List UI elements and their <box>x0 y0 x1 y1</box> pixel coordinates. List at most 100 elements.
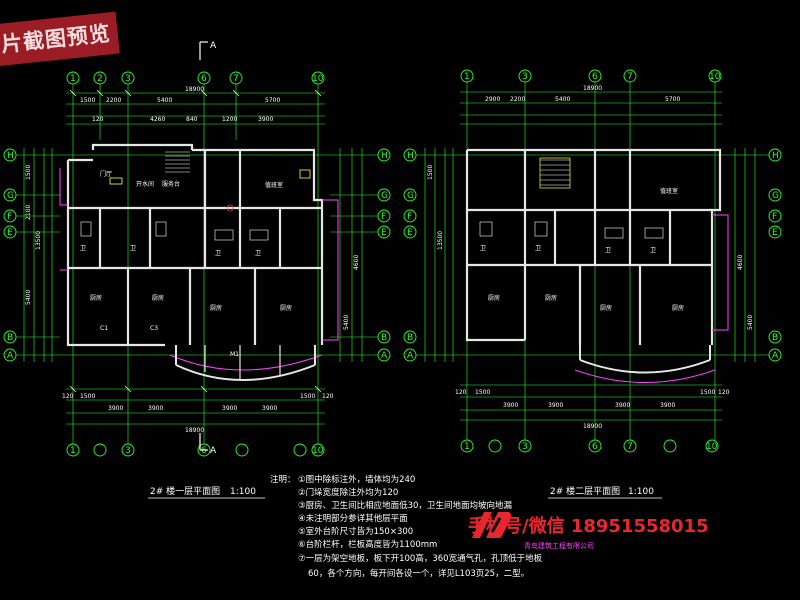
p1-axis-side-F: F <box>7 212 12 222</box>
p1-dim-top-2: 5400 <box>157 97 172 104</box>
p1-room-kitchen-3: 厨房 <box>210 304 222 312</box>
plan-2: 1 3 6 7 10 1 3 6 7 10 H G F E B A H G F … <box>403 69 782 499</box>
p1-axis-side-B-r: B <box>381 333 387 343</box>
p1-dim-bot-4: 3900 <box>222 405 237 412</box>
contact-banner: 手机号/微信 18951558015 <box>468 508 709 542</box>
p1-axis-side-H: H <box>7 151 14 161</box>
p1-room-bath-3: 卫 <box>215 250 221 257</box>
p1-room-bath-4: 卫 <box>255 250 261 257</box>
p2-axis-H: H <box>407 151 414 161</box>
p2-side-0: 1500 <box>427 165 434 180</box>
p2-room-kitchen-2: 厨房 <box>545 294 557 302</box>
p2-dim-bot-6: 1500 <box>700 389 715 396</box>
p1-axis-side-G: G <box>7 191 14 201</box>
p1-axis-top-3: 3 <box>125 74 131 84</box>
p2-room-bath-2: 卫 <box>535 245 541 252</box>
p2-curve-rail <box>574 369 716 383</box>
p2-dim-bot-0: 120 <box>455 389 467 396</box>
p1-curve-rail <box>169 354 323 371</box>
p2-axis-B-r: B <box>772 333 778 343</box>
p1-room-kitchen-4: 厨房 <box>280 304 292 312</box>
p1-side-6: 5400 <box>343 315 350 330</box>
p2-side-4: 13500 <box>437 231 444 250</box>
p2-axis-bot-10: 10 <box>706 442 718 452</box>
section-mark-bottom: A <box>210 446 217 456</box>
p1-dim-bot-2: 3900 <box>108 405 123 412</box>
note-1: ①图中除标注外，墙体均为240 <box>298 474 415 485</box>
note-2: ②门垛宽度除注外均为120 <box>298 487 398 498</box>
brand-logo-icon <box>472 512 512 538</box>
p2-axis-top-7: 7 <box>627 72 633 82</box>
p1-axis-bottom-3: 3 <box>125 446 131 456</box>
p2-room-kitchen-1: 厨房 <box>488 294 500 302</box>
p2-axis-G-r: G <box>772 191 779 201</box>
p2-curve-wall <box>579 359 711 374</box>
p2-axis-A-r: A <box>772 351 779 361</box>
p2-walls <box>465 148 722 345</box>
p2-axis-E-r: E <box>772 228 778 238</box>
p2-dim-bot-3: 3900 <box>548 402 563 409</box>
p1-scale: 1:100 <box>230 487 256 497</box>
p1-dim-top-7: 1200 <box>222 116 237 123</box>
p1-dim-top-0: 1500 <box>80 97 95 104</box>
p2-room-kitchen-3: 厨房 <box>600 304 612 312</box>
p1-room-bath-2: 卫 <box>130 245 136 252</box>
note-4: ④未注明部分参详其他层平面 <box>298 513 408 524</box>
p2-axis-A: A <box>407 351 414 361</box>
p1-title: 2# 楼一层平面图 <box>150 485 220 497</box>
p2-total-top: 18900 <box>583 85 602 92</box>
p1-axis-side-G-r: G <box>381 191 388 201</box>
p2-dim-top-2: 5400 <box>555 96 570 103</box>
p1-dim-top-3: 5700 <box>265 97 280 104</box>
p1-side-1: 2100 <box>25 205 32 220</box>
p1-room-duty: 值班室 <box>265 181 283 189</box>
p2-dim-bot-1: 1500 <box>475 389 490 396</box>
p2-railings <box>712 214 729 331</box>
p1-side-3: 5400 <box>25 290 32 305</box>
p2-side-5: 4600 <box>737 255 744 270</box>
p1-axis-top-5: 7 <box>233 74 239 84</box>
p1-side-5: 13500 <box>35 231 42 250</box>
p1-dim-top-1: 2200 <box>106 97 121 104</box>
p1-axis-side-A-r: A <box>381 351 388 361</box>
p1-room-desk: 服务台 <box>162 180 180 188</box>
p1-stairs <box>165 151 190 173</box>
p2-scale: 1:100 <box>628 487 654 497</box>
p2-axis-B: B <box>407 333 413 343</box>
note-7: ⑦一层为架空地板，板下开100高，360宽通气孔，孔顶低于地板 <box>298 553 543 564</box>
p2-dim-top-1: 2200 <box>510 96 525 103</box>
p1-label-c1: C1 <box>100 325 108 332</box>
p2-dim-top-3: 5700 <box>665 96 680 103</box>
note-3: ③厨房、卫生间比相应地面低30，卫生间地面均坡向地漏 <box>298 500 512 511</box>
p2-room-duty: 值班室 <box>660 187 678 195</box>
p1-curve-wall <box>175 364 316 381</box>
p2-axis-bot-7: 7 <box>627 442 633 452</box>
p1-side-0: 1500 <box>25 165 32 180</box>
p2-room-bath-4: 卫 <box>650 247 656 254</box>
p1-axis-side-H-r: H <box>381 151 388 161</box>
p2-axis-top-6: 6 <box>592 72 598 82</box>
p2-dim-bot-4: 3900 <box>615 402 630 409</box>
p2-axis-bot-3: 3 <box>522 442 528 452</box>
p1-side-4: 4600 <box>353 255 360 270</box>
p2-axis-top-10: 10 <box>709 72 721 82</box>
p1-walls <box>66 143 324 347</box>
p1-axis-bottom-6: 6 <box>201 446 207 456</box>
p1-total-bottom: 18900 <box>185 427 204 434</box>
p1-axis-top-2: 2 <box>97 74 103 84</box>
p2-dim-bot-7: 120 <box>718 389 730 396</box>
p1-dim-top-6: 840 <box>186 116 198 123</box>
p1-room-kitchen-1: 厨房 <box>90 294 102 302</box>
p2-dim-bot-5: 3900 <box>660 402 675 409</box>
p1-axis-top-1: 1 <box>70 74 76 84</box>
p2-room-kitchen-4: 厨房 <box>672 304 684 312</box>
p1-dim-bot-0: 120 <box>62 393 74 400</box>
p2-stairs <box>540 159 570 186</box>
company-name: 青岛建筑工程有限公司 <box>524 542 594 550</box>
p2-dim-bot-2: 3900 <box>503 402 518 409</box>
p1-room-kitchen-2: 厨房 <box>152 294 164 302</box>
p2-dim-top-0: 2900 <box>485 96 500 103</box>
p2-axis-H-r: H <box>772 151 779 161</box>
p1-dim-bot-5: 3900 <box>262 405 277 412</box>
